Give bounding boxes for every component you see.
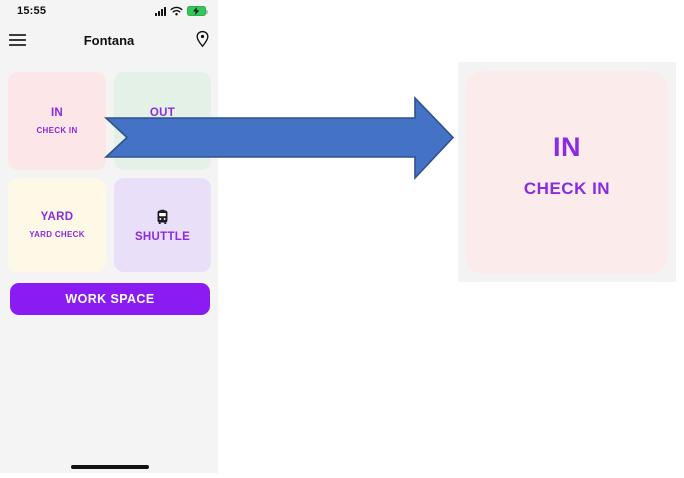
check-out-card[interactable]: OUT bbox=[114, 72, 211, 170]
shuttle-card-title: SHUTTLE bbox=[134, 230, 191, 243]
hamburger-menu-icon[interactable] bbox=[9, 34, 26, 48]
yard-card-subtitle: YARD CHECK bbox=[29, 230, 85, 239]
yard-check-card[interactable]: YARD YARD CHECK bbox=[8, 178, 106, 272]
bus-icon bbox=[154, 208, 171, 225]
page-title: Fontana bbox=[83, 33, 135, 48]
status-time: 15:55 bbox=[17, 5, 47, 17]
app-header: Fontana bbox=[0, 26, 218, 56]
battery-charging-icon bbox=[187, 6, 208, 16]
shuttle-card[interactable]: SHUTTLE bbox=[114, 178, 211, 272]
zoomed-card-title: IN bbox=[553, 132, 581, 162]
wifi-icon bbox=[170, 6, 183, 16]
cellular-signal-icon bbox=[155, 6, 166, 16]
check-in-card[interactable]: IN CHECK IN bbox=[8, 72, 106, 170]
zoom-detail-frame: IN CHECK IN bbox=[458, 62, 676, 282]
home-indicator[interactable] bbox=[71, 465, 149, 469]
status-bar: 15:55 bbox=[0, 0, 218, 22]
check-in-card-title: IN bbox=[50, 107, 64, 119]
location-pin-icon[interactable] bbox=[195, 30, 211, 50]
zoomed-card-subtitle: CHECK IN bbox=[523, 179, 611, 198]
phone-screen: 15:55 Fontana bbox=[0, 0, 218, 473]
work-space-button[interactable]: WORK SPACE bbox=[10, 283, 210, 315]
check-out-card-title: OUT bbox=[149, 107, 176, 119]
status-icons bbox=[155, 6, 208, 16]
check-in-card-subtitle: CHECK IN bbox=[36, 126, 78, 135]
yard-card-title: YARD bbox=[40, 211, 74, 223]
check-in-card-zoomed[interactable]: IN CHECK IN bbox=[466, 71, 668, 274]
